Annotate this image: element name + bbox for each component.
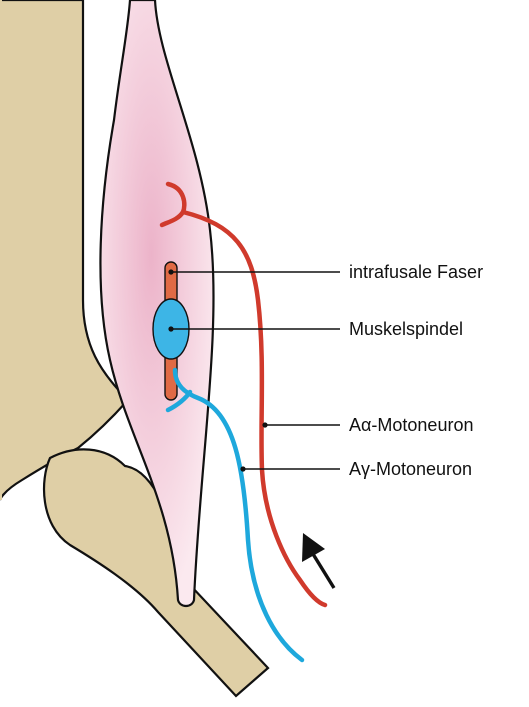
label-alpha-motoneuron: Aα-Motoneuron [349,414,473,436]
label-intrafusal-fiber: intrafusale Faser [349,261,483,283]
arrow-up-left-icon [302,533,334,588]
label-gamma-motoneuron: Aγ-Motoneuron [349,458,472,480]
label-muscle-spindle: Muskelspindel [349,318,463,340]
